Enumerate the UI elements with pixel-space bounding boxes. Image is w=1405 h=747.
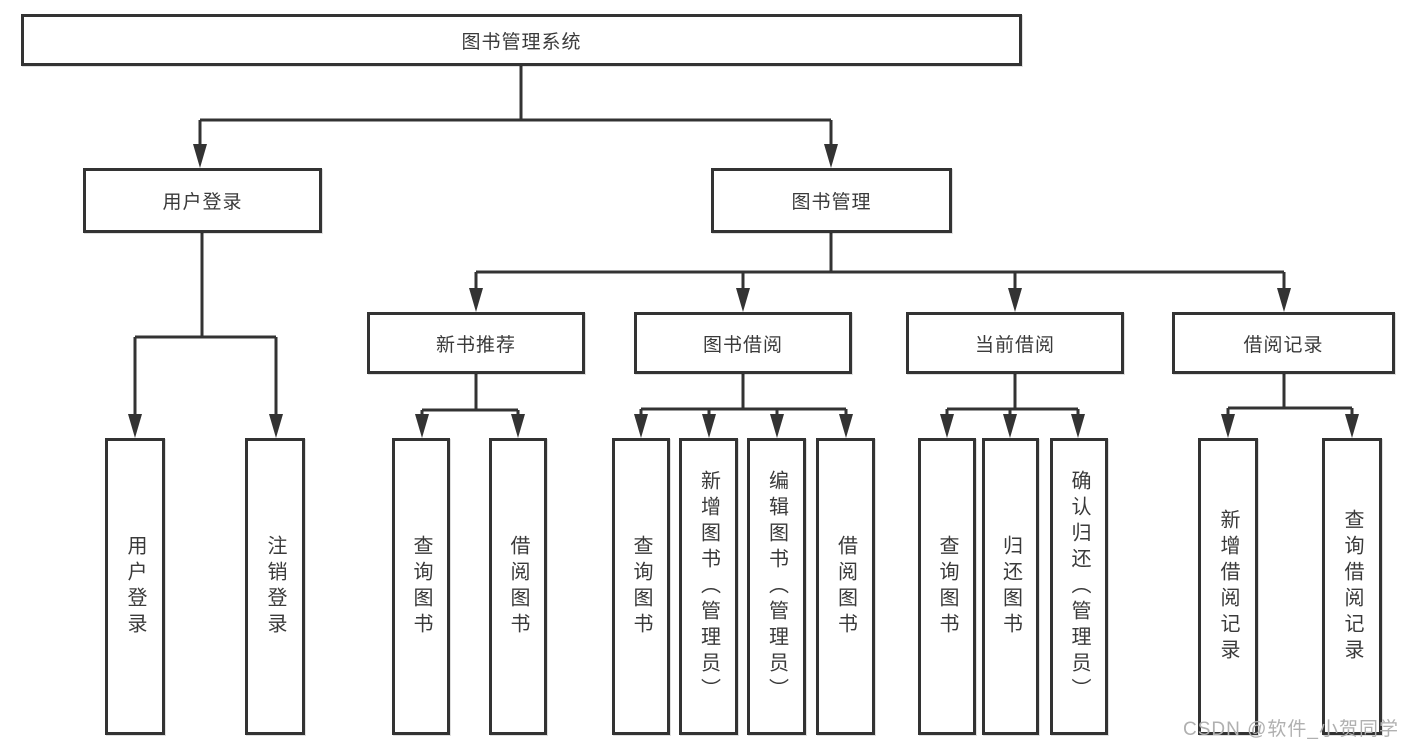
csdn-watermark: CSDN @软件_小贺同学 bbox=[1183, 719, 1399, 740]
node-book-borrow-label: 图书借阅 bbox=[702, 334, 783, 356]
leaf-confirm-return-admin: 确认归还（管理员） bbox=[1050, 438, 1108, 735]
leaf-confirm-return-admin-label: 确认归还（管理员） bbox=[1068, 469, 1090, 704]
node-book-management-label: 图书管理 bbox=[791, 192, 872, 213]
leaf-edit-books-admin-label: 编辑图书（管理员） bbox=[765, 469, 788, 704]
leaf-user-login-label: 用户登录 bbox=[124, 534, 146, 639]
node-current-borrow-label: 当前借阅 bbox=[974, 334, 1055, 356]
leaf-logout-label: 注销登录 bbox=[264, 534, 286, 639]
leaf-borrow-books-recommend-label: 借阅图书 bbox=[507, 534, 529, 639]
leaf-query-books-borrow: 查询图书 bbox=[612, 438, 670, 735]
node-library-system-label: 图书管理系统 bbox=[461, 31, 582, 53]
leaf-add-borrow-record-label: 新增借阅记录 bbox=[1217, 508, 1239, 665]
leaf-borrow-books-label: 借阅图书 bbox=[834, 534, 857, 639]
node-user-login: 用户登录 bbox=[83, 168, 322, 233]
leaf-query-books-borrow-label: 查询图书 bbox=[630, 534, 652, 639]
node-library-system: 图书管理系统 bbox=[21, 14, 1022, 66]
leaf-query-books-recommend: 查询图书 bbox=[392, 438, 450, 735]
leaf-user-login: 用户登录 bbox=[105, 438, 165, 735]
leaf-query-books-recommend-label: 查询图书 bbox=[410, 534, 432, 639]
leaf-borrow-books-recommend: 借阅图书 bbox=[489, 438, 547, 735]
node-book-borrow: 图书借阅 bbox=[634, 312, 852, 374]
node-new-book-recommend-label: 新书推荐 bbox=[435, 334, 516, 356]
leaf-add-books-admin-label: 新增图书（管理员） bbox=[697, 469, 720, 704]
node-user-login-label: 用户登录 bbox=[162, 192, 243, 213]
leaf-add-books-admin: 新增图书（管理员） bbox=[679, 438, 738, 735]
leaf-query-books-current-label: 查询图书 bbox=[936, 534, 958, 639]
node-borrow-records: 借阅记录 bbox=[1172, 312, 1395, 374]
leaf-edit-books-admin: 编辑图书（管理员） bbox=[747, 438, 806, 735]
leaf-query-borrow-record: 查询借阅记录 bbox=[1322, 438, 1382, 735]
leaf-query-books-current: 查询图书 bbox=[918, 438, 976, 735]
leaf-borrow-books: 借阅图书 bbox=[816, 438, 875, 735]
node-new-book-recommend: 新书推荐 bbox=[367, 312, 585, 374]
leaf-return-books: 归还图书 bbox=[982, 438, 1039, 735]
leaf-query-borrow-record-label: 查询借阅记录 bbox=[1341, 508, 1363, 665]
leaf-add-borrow-record: 新增借阅记录 bbox=[1198, 438, 1258, 735]
node-borrow-records-label: 借阅记录 bbox=[1243, 334, 1324, 356]
leaf-return-books-label: 归还图书 bbox=[999, 534, 1022, 639]
node-current-borrow: 当前借阅 bbox=[906, 312, 1124, 374]
node-book-management: 图书管理 bbox=[711, 168, 952, 233]
leaf-logout: 注销登录 bbox=[245, 438, 305, 735]
